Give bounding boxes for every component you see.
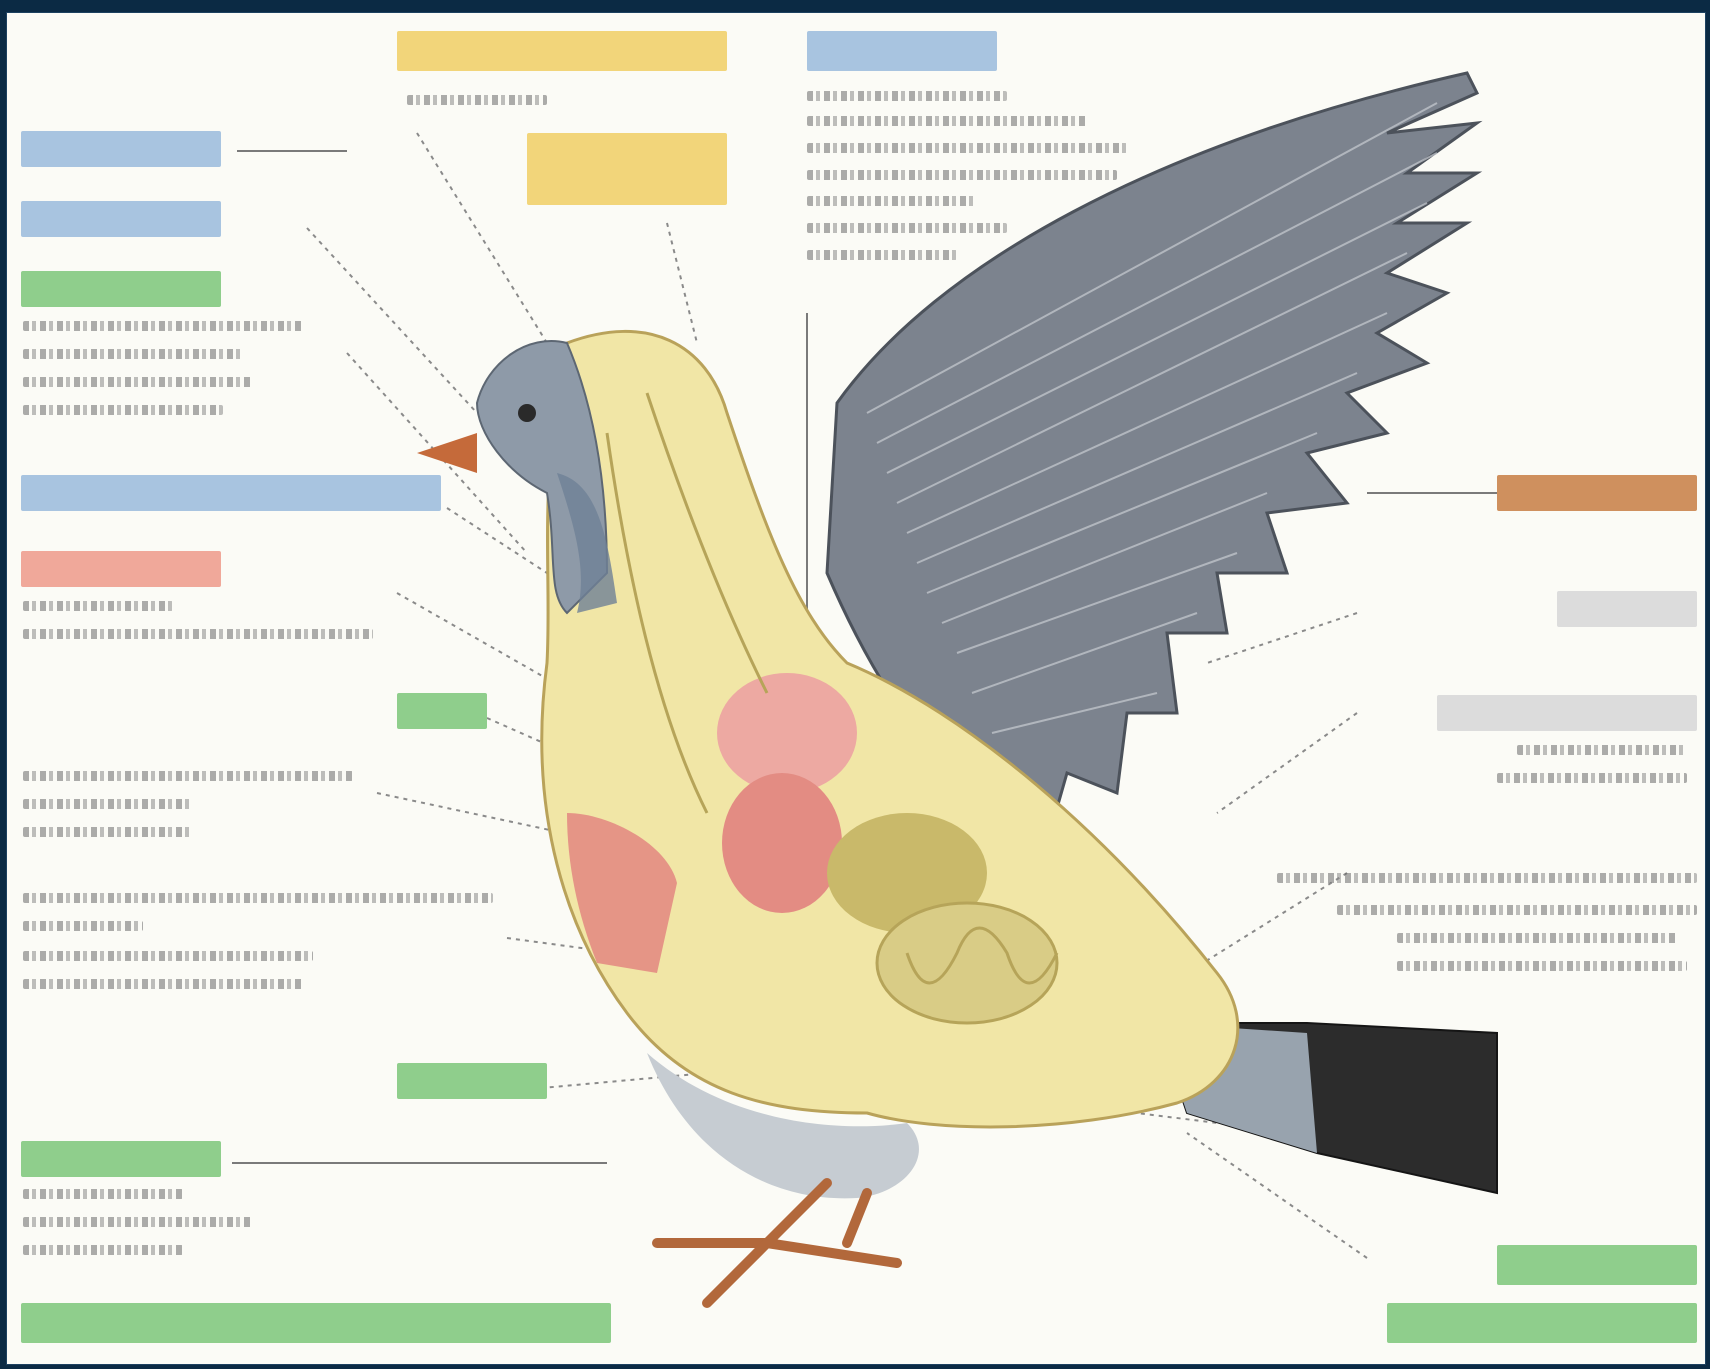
right-text-block-line-3 — [1397, 933, 1677, 943]
left-text-block-2-line-1 — [23, 893, 493, 903]
tag-top-blue-text-1 — [807, 91, 1007, 101]
tag-bottom-right-green-2 — [1387, 1303, 1697, 1343]
right-text-block-line-2 — [1337, 905, 1697, 915]
left-text-block-2-line-2 — [23, 921, 143, 931]
tag-bottom-left-green — [21, 1141, 221, 1177]
tag-left-green-1-text-1 — [23, 321, 303, 331]
tag-left-green-1 — [21, 271, 221, 307]
tag-bottom-wide-green — [21, 1303, 611, 1343]
left-text-block-1-line-3 — [23, 827, 193, 837]
tag-left-green-1-text-2 — [23, 349, 243, 359]
tag-left-blue-3 — [21, 475, 441, 511]
tag-right-orange — [1497, 475, 1697, 511]
tag-right-grey-2-text-2 — [1497, 773, 1687, 783]
tag-bottom-right-green-1 — [1497, 1245, 1697, 1285]
tag-lower-green — [397, 1063, 547, 1099]
tag-left-green-1-text-3 — [23, 377, 253, 387]
tag-top-blue-text-4 — [807, 170, 1117, 180]
feet — [657, 1183, 897, 1303]
intestines — [877, 903, 1057, 1023]
tag-top-blue-text-3 — [807, 143, 1127, 153]
tag-top-blue — [807, 31, 997, 71]
heart — [722, 773, 842, 913]
left-text-block-1-line-1 — [23, 771, 353, 781]
tag-top-blue-text-6 — [807, 223, 1007, 233]
tag-right-grey-1 — [1557, 591, 1697, 627]
tag-center-green — [397, 693, 487, 729]
right-text-block-line-4 — [1397, 961, 1687, 971]
tag-bottom-left-green-text-1 — [23, 1189, 183, 1199]
right-text-block-line-1 — [1277, 873, 1697, 883]
tag-left-red-text-2 — [23, 629, 373, 639]
tag-top-blue-text-5 — [807, 196, 977, 206]
diagram-canvas — [6, 12, 1706, 1365]
left-text-block-2-line-3 — [23, 951, 313, 961]
pigeon-anatomy-illustration — [7, 13, 1705, 1364]
tag-left-red — [21, 551, 221, 587]
tag-left-blue-1 — [21, 131, 221, 167]
eye — [518, 404, 536, 422]
beak — [417, 433, 477, 473]
tag-top-blue-text-2 — [807, 116, 1087, 126]
tag-bottom-left-green-text-3 — [23, 1245, 183, 1255]
tag-left-green-1-text-4 — [23, 405, 223, 415]
tag-top-center-yellow — [397, 31, 727, 71]
tag-bottom-left-green-text-2 — [23, 1217, 253, 1227]
tag-left-blue-2 — [21, 201, 221, 237]
tag-yellow-2 — [527, 133, 727, 205]
left-text-block-2-line-4 — [23, 979, 303, 989]
tag-left-red-text-1 — [23, 601, 173, 611]
tag-top-center-yellow-text — [407, 95, 547, 105]
tag-right-grey-2 — [1437, 695, 1697, 731]
left-text-block-1-line-2 — [23, 799, 193, 809]
tag-right-grey-2-text-1 — [1517, 745, 1687, 755]
tag-top-blue-text-7 — [807, 250, 957, 260]
